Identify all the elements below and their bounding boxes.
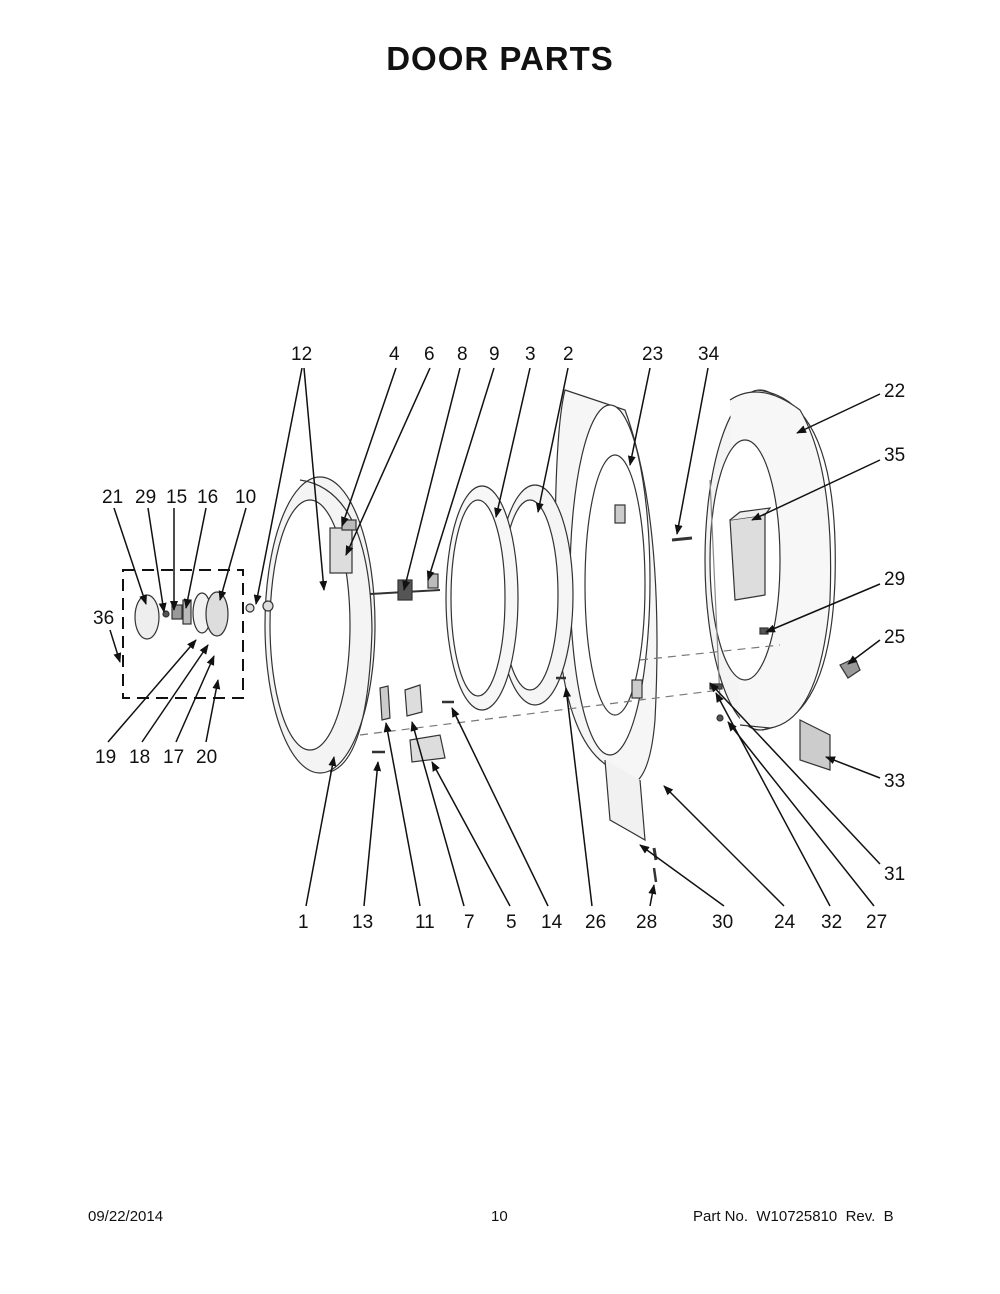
label-29-right: 29 <box>884 569 905 590</box>
parts-5-7-11-13-14-hardware <box>372 684 454 763</box>
label-17: 17 <box>163 747 184 768</box>
label-24: 24 <box>774 912 796 933</box>
label-15: 15 <box>166 487 187 508</box>
label-21: 21 <box>102 487 123 508</box>
label-34: 34 <box>698 344 720 365</box>
label-2: 2 <box>563 344 574 365</box>
part-35-box <box>729 507 772 601</box>
label-25: 25 <box>884 627 905 648</box>
footer-date: 09/22/2014 <box>88 1208 164 1225</box>
label-33: 33 <box>884 771 905 792</box>
part-1-outer-door <box>264 476 376 774</box>
label-32: 32 <box>821 912 842 933</box>
label-6: 6 <box>424 344 435 365</box>
part-2-gasket <box>496 484 574 706</box>
label-1: 1 <box>298 912 309 933</box>
label-20: 20 <box>196 747 217 768</box>
label-16: 16 <box>197 487 218 508</box>
part-3-ring <box>445 485 519 711</box>
label-12: 12 <box>291 344 312 365</box>
footer-page-number: 10 <box>491 1208 508 1225</box>
footer-part-number: Part No. W10725810 Rev. B <box>693 1208 894 1225</box>
label-5: 5 <box>506 912 517 933</box>
label-18: 18 <box>129 747 150 768</box>
part-22-inner-door-panel <box>704 389 836 771</box>
label-30: 30 <box>712 912 733 933</box>
parts-28-30-screws <box>652 847 658 883</box>
part-23-door-frame <box>554 389 658 842</box>
label-31: 31 <box>884 864 905 885</box>
label-26: 26 <box>585 912 606 933</box>
label-14: 14 <box>541 912 563 933</box>
part-36-handle-assembly-box <box>122 569 244 699</box>
label-29-left: 29 <box>135 487 156 508</box>
label-10: 10 <box>235 487 256 508</box>
label-19: 19 <box>95 747 116 768</box>
label-13: 13 <box>352 912 373 933</box>
part-34-screw <box>671 536 693 542</box>
label-8: 8 <box>457 344 468 365</box>
label-4: 4 <box>389 344 400 365</box>
page-title: DOOR PARTS <box>386 40 614 77</box>
label-7: 7 <box>464 912 475 933</box>
handle-assembly-parts <box>134 591 274 640</box>
label-23: 23 <box>642 344 663 365</box>
label-28: 28 <box>636 912 657 933</box>
label-27: 27 <box>866 912 887 933</box>
label-11: 11 <box>415 912 435 933</box>
label-35: 35 <box>884 445 905 466</box>
label-9: 9 <box>489 344 500 365</box>
part-25-tab <box>839 657 861 679</box>
label-3: 3 <box>525 344 536 365</box>
label-36: 36 <box>93 608 114 629</box>
label-22: 22 <box>884 381 905 402</box>
